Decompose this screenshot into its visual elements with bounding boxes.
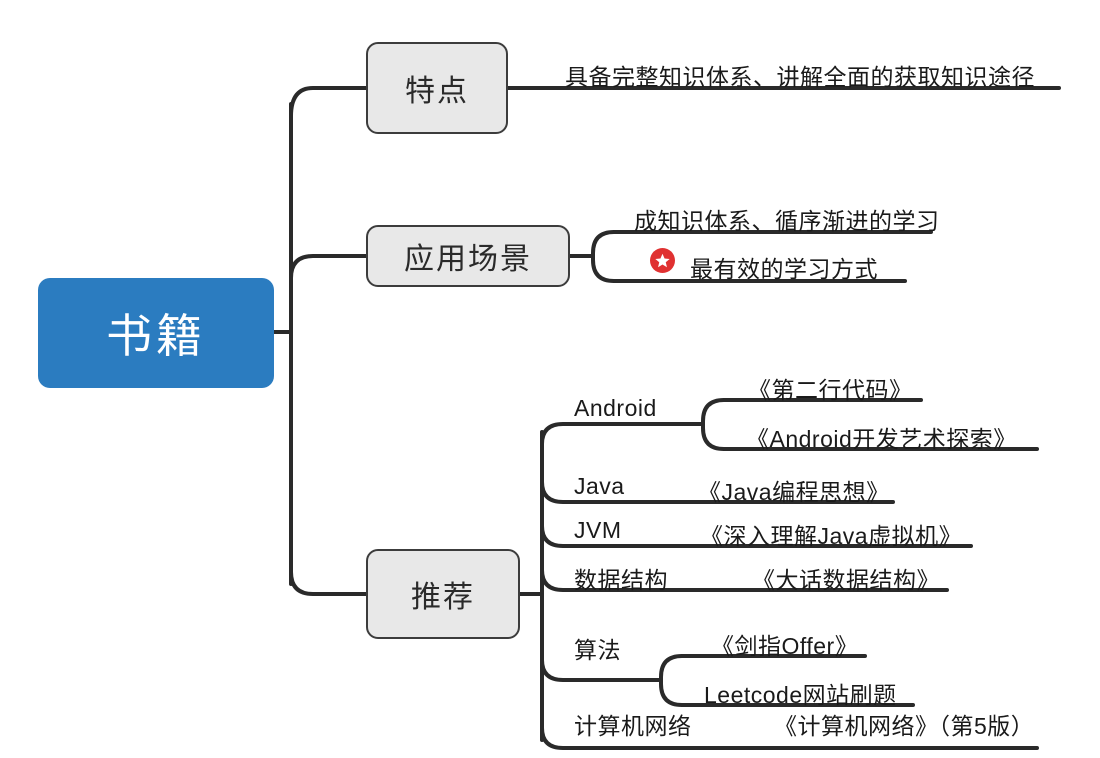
branch-node-recommend-label: 推荐	[411, 581, 475, 614]
leaf-android-1[interactable]: 《第二行代码》	[748, 377, 913, 403]
root-node-label: 书籍	[106, 310, 206, 362]
leaf-scenarios-2[interactable]: 最有效的学习方式	[690, 256, 878, 282]
leaf-algorithm-2[interactable]: Leetcode网站刷题	[704, 682, 897, 708]
group-label-java[interactable]: Java	[574, 473, 625, 499]
wire-branch-scenarios	[289, 254, 368, 280]
leaf-scenarios-1[interactable]: 成知识体系、循序渐进的学习	[634, 208, 940, 234]
wire-branch-recommend	[289, 570, 368, 596]
group-label-datastructure[interactable]: 数据结构	[574, 567, 668, 593]
group-label-android[interactable]: Android	[574, 395, 657, 421]
wire-group-algorithm	[540, 658, 663, 682]
leaf-network-1[interactable]: 《计算机网络》（第5版）	[774, 713, 1035, 739]
wire-group-android	[540, 422, 705, 446]
wire-scenarios-bracket	[591, 230, 616, 283]
branch-node-recommend[interactable]: 推荐	[366, 549, 520, 639]
branch-node-features[interactable]: 特点	[366, 42, 508, 134]
group-label-algorithm[interactable]: 算法	[574, 637, 621, 663]
leaf-java-1[interactable]: 《Java编程思想》	[698, 479, 890, 505]
group-label-jvm[interactable]: JVM	[574, 517, 622, 543]
wire-branch-features	[289, 86, 368, 118]
branch-node-scenarios[interactable]: 应用场景	[366, 225, 570, 287]
branch-node-features-label: 特点	[405, 75, 469, 108]
leaf-features-1[interactable]: 具备完整知识体系、讲解全面的获取知识途径	[565, 64, 1035, 90]
wire-algorithm-bracket	[659, 654, 684, 707]
star-icon	[650, 248, 675, 273]
leaf-datastructure-1[interactable]: 《大话数据结构》	[752, 567, 940, 593]
branch-node-scenarios-label: 应用场景	[404, 243, 532, 276]
wire-android-bracket	[701, 398, 726, 451]
leaf-algorithm-1[interactable]: 《剑指Offer》	[711, 633, 859, 659]
wire-group-jvm	[540, 524, 973, 548]
group-label-network[interactable]: 计算机网络	[574, 713, 692, 739]
wire-group-java	[540, 480, 895, 504]
wire-group-datastructure	[540, 568, 949, 592]
root-node-books[interactable]: 书籍	[38, 278, 274, 388]
leaf-android-2[interactable]: 《Android开发艺术探索》	[746, 426, 1017, 452]
wire-group-network	[540, 726, 1039, 750]
leaf-jvm-1[interactable]: 《深入理解Java虚拟机》	[700, 523, 963, 549]
